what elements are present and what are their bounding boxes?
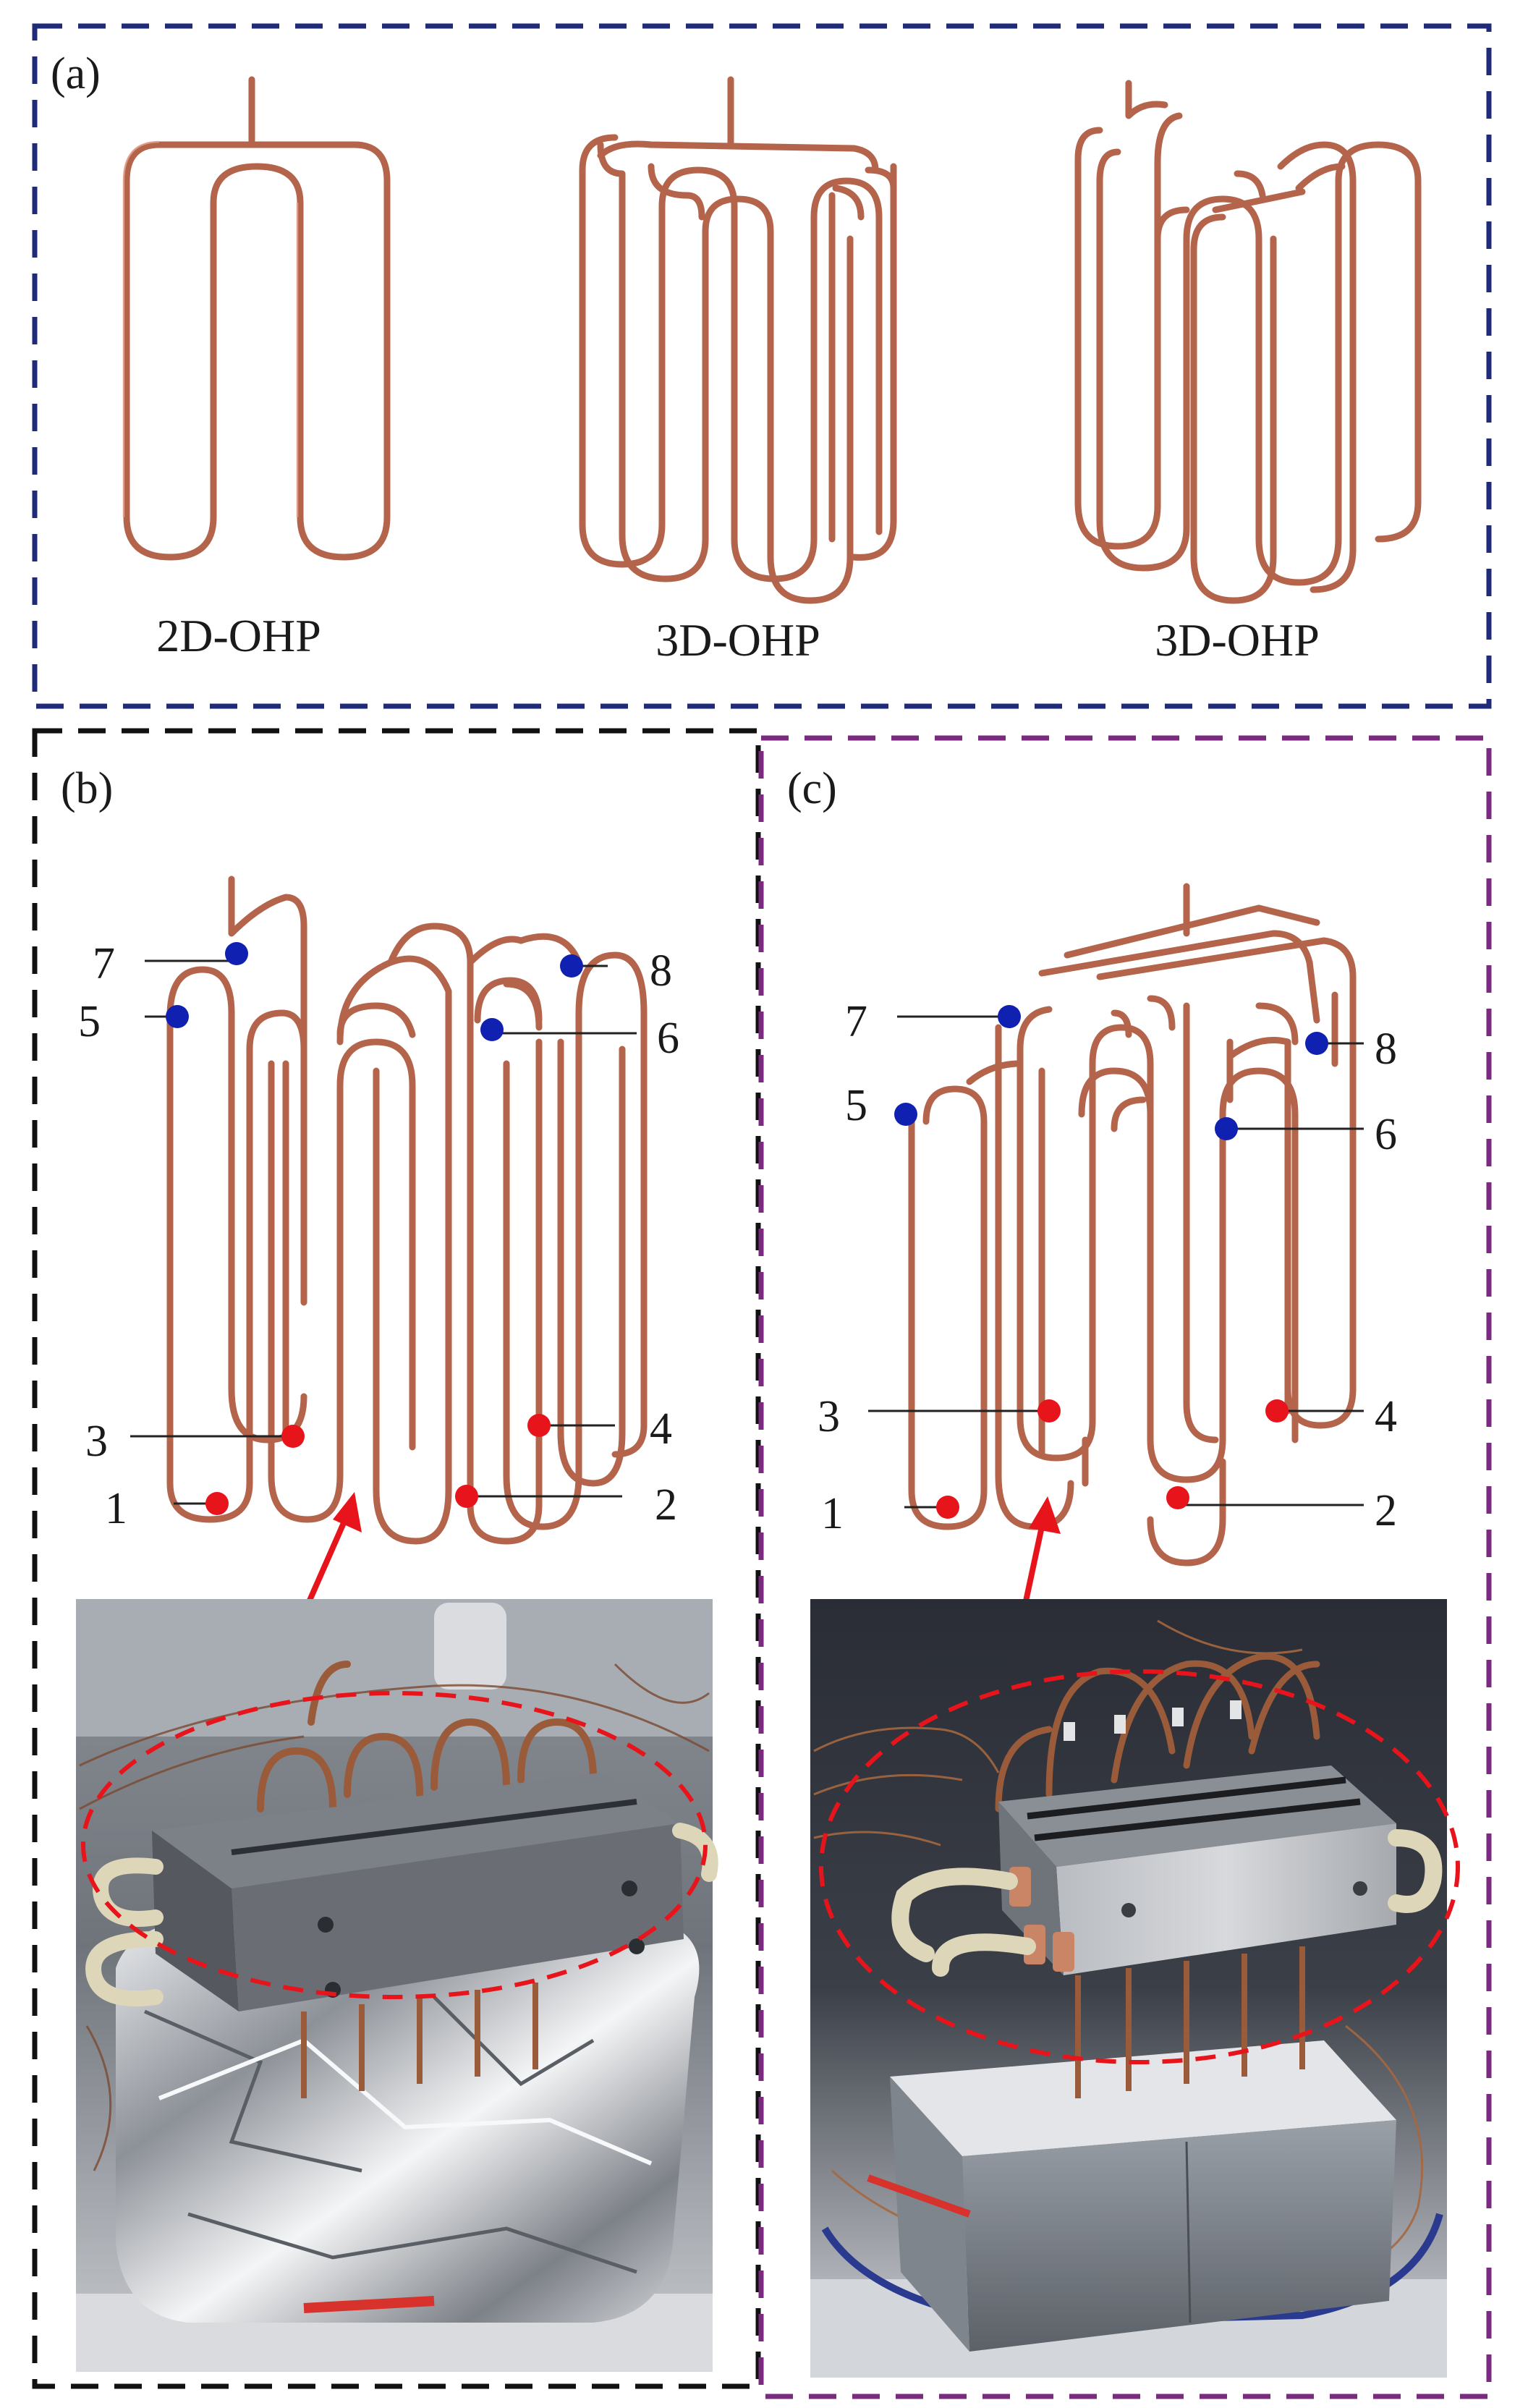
panel-c-point-6-label: 6 (1375, 1110, 1397, 1159)
panel-b-point-4-label: 4 (650, 1404, 672, 1454)
panel-c-point-3-label: 3 (818, 1392, 840, 1441)
panel-b-point-8-marker (560, 954, 583, 978)
panel-c-point-8-marker (1305, 1032, 1328, 1055)
panel-c-point-4-marker (1265, 1399, 1289, 1423)
panel-b-point-6-marker (480, 1018, 504, 1041)
caption-3d-ohp-2: 3D-OHP (1155, 614, 1320, 666)
panel-a-3d-ohp-2-pipe (1074, 80, 1422, 604)
panel-b-point-7-label: 7 (93, 939, 115, 988)
panel-b-point-4-marker (527, 1414, 551, 1437)
panel-b-arrow (301, 1492, 362, 1615)
panel-b-ohp-pipe (166, 876, 648, 1545)
panel-a-3d-ohp-1-pipe (579, 76, 897, 604)
panel-c-point-5-marker (894, 1103, 917, 1126)
panel-b-point-7-marker (225, 942, 248, 965)
panel-b-photo (76, 1599, 718, 2372)
panel-c-label: (c) (787, 764, 837, 813)
caption-2d-ohp: 2D-OHP (156, 610, 321, 661)
panel-a-label: (a) (51, 49, 101, 98)
panel-a-border (32, 23, 1492, 709)
panel-c-point-1-marker (936, 1496, 959, 1519)
panel-b-point-1-marker (205, 1492, 229, 1515)
panel-b-point-2-marker (455, 1485, 478, 1508)
panel-c-point-5-label: 5 (845, 1081, 867, 1130)
caption-3d-ohp-1: 3D-OHP (655, 614, 820, 666)
panel-b-label: (b) (61, 764, 113, 813)
panel-b-point-8-label: 8 (650, 946, 672, 996)
panel-b-point-3-marker (281, 1425, 305, 1448)
panel-c-point-2-label: 2 (1375, 1486, 1397, 1535)
panel-a-2d-ohp-pipe (123, 76, 391, 561)
panel-c-point-7-label: 7 (845, 997, 867, 1046)
panel-b-point-3-label: 3 (85, 1417, 108, 1466)
panel-c-point-6-marker (1215, 1117, 1238, 1140)
panel-c-border (758, 735, 1492, 2399)
panel-c-point-3-marker (1037, 1399, 1061, 1423)
panel-c-point-8-label: 8 (1375, 1025, 1397, 1074)
panel-b-point-6-label: 6 (657, 1014, 679, 1063)
panel-c-photo (810, 1599, 1460, 2378)
panel-c-point-2-marker (1166, 1486, 1189, 1509)
panel-c-ohp-pipe (908, 883, 1357, 1567)
panel-a-2d-ohp-highlight (122, 140, 299, 517)
panel-b-point-5-marker (166, 1005, 189, 1028)
panel-c-point-7-marker (998, 1005, 1021, 1028)
panel-b-point-2-label: 2 (655, 1480, 677, 1530)
panel-b-point-5-label: 5 (78, 997, 101, 1046)
panel-c-point-4-label: 4 (1375, 1392, 1397, 1441)
panel-c-point-1-label: 1 (821, 1489, 844, 1538)
panel-b-point-1-label: 1 (105, 1484, 127, 1533)
panel-b-border (32, 728, 761, 2389)
